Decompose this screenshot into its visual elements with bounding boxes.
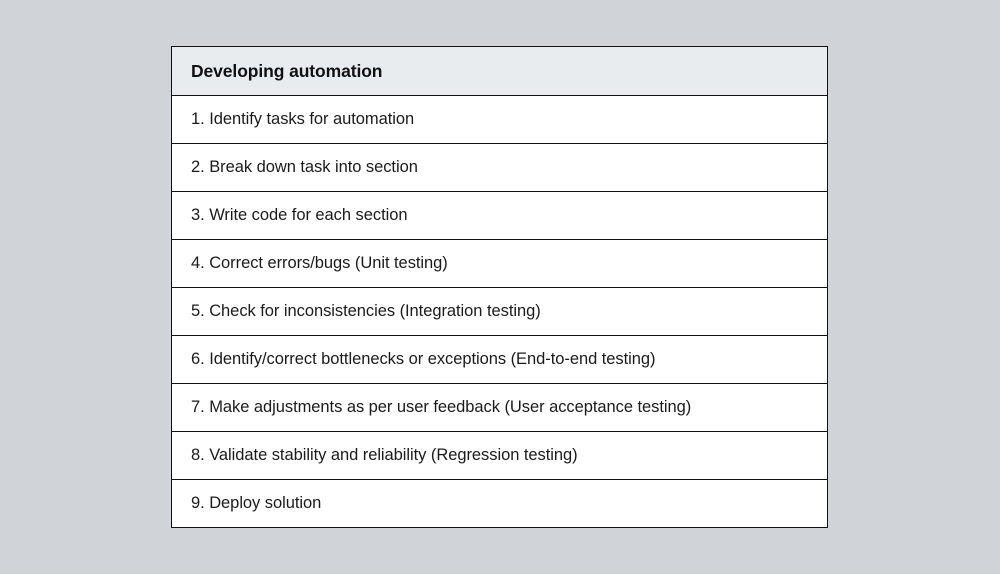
- table-body: 1. Identify tasks for automation 2. Brea…: [171, 96, 828, 528]
- step-item-2: 2. Break down task into section: [171, 143, 828, 192]
- step-item-8: 8. Validate stability and reliability (R…: [171, 431, 828, 480]
- developing-automation-table: Developing automation 1. Identify tasks …: [171, 46, 828, 528]
- step-item-7: 7. Make adjustments as per user feedback…: [171, 383, 828, 432]
- step-item-9: 9. Deploy solution: [171, 479, 828, 528]
- step-item-4: 4. Correct errors/bugs (Unit testing): [171, 239, 828, 288]
- table-row: 9. Deploy solution: [171, 479, 828, 528]
- table-row: 8. Validate stability and reliability (R…: [171, 431, 828, 480]
- table-header-row: Developing automation: [171, 46, 828, 96]
- table-row: 4. Correct errors/bugs (Unit testing): [171, 239, 828, 288]
- table-row: 3. Write code for each section: [171, 191, 828, 240]
- step-item-6: 6. Identify/correct bottlenecks or excep…: [171, 335, 828, 384]
- table-title-cell: Developing automation: [171, 46, 828, 96]
- table-container: Developing automation 1. Identify tasks …: [171, 46, 828, 528]
- step-item-5: 5. Check for inconsistencies (Integratio…: [171, 287, 828, 336]
- step-item-3: 3. Write code for each section: [171, 191, 828, 240]
- step-item-1: 1. Identify tasks for automation: [191, 110, 415, 128]
- table-row: 1. Identify tasks for automation: [172, 96, 828, 144]
- table-row: 5. Check for inconsistencies (Integratio…: [171, 287, 828, 336]
- table-header: Developing automation: [171, 46, 828, 96]
- table-row: 7. Make adjustments as per user feedback…: [171, 383, 828, 432]
- table-row: 6. Identify/correct bottlenecks or excep…: [171, 335, 828, 384]
- table-row: 2. Break down task into section: [171, 143, 828, 192]
